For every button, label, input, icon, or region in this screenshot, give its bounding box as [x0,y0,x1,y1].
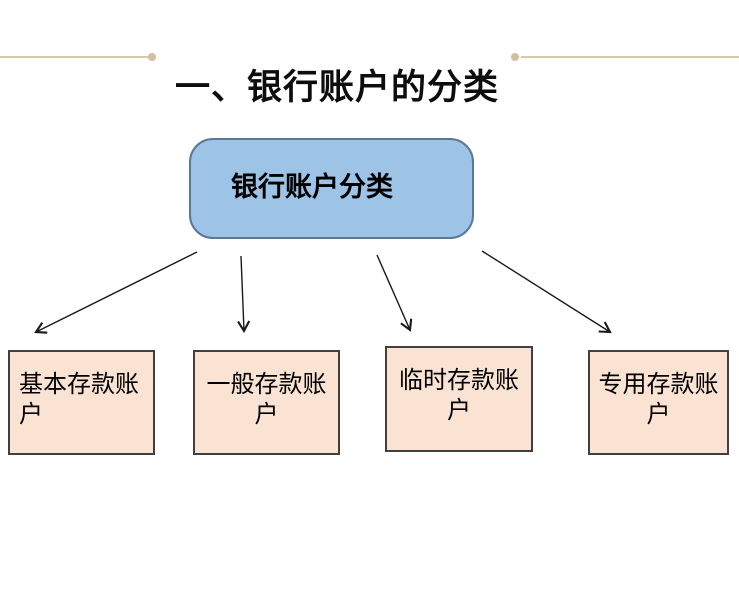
diagram-node-special-deposit: 专用存款账户 [588,350,729,455]
arrow-to-basic-deposit [34,251,198,334]
title-accent-line-right [521,56,739,58]
arrow-to-special-deposit [481,250,612,334]
title-accent-dot-left [148,53,156,61]
title-accent-line-left [0,56,149,58]
diagram-root-node: 银行账户分类 [189,138,474,239]
node-label: 一般存款账户 [206,370,327,428]
diagram-node-basic-deposit: 基本存款账户 [8,350,155,455]
node-label: 临时存款账户 [399,367,519,424]
page-title: 一、银行账户的分类 [175,68,500,108]
arrow-to-temporary-deposit [376,254,413,332]
node-label: 专用存款账户 [598,370,719,428]
arrow-to-general-deposit [237,255,251,334]
diagram-node-general-deposit: 一般存款账户 [193,350,340,455]
title-accent-dot-right [511,53,519,61]
node-label: 基本存款账户 [19,370,139,428]
diagram-node-temporary-deposit: 临时存款账户 [385,346,533,452]
diagram-root-label: 银行账户分类 [231,172,393,202]
